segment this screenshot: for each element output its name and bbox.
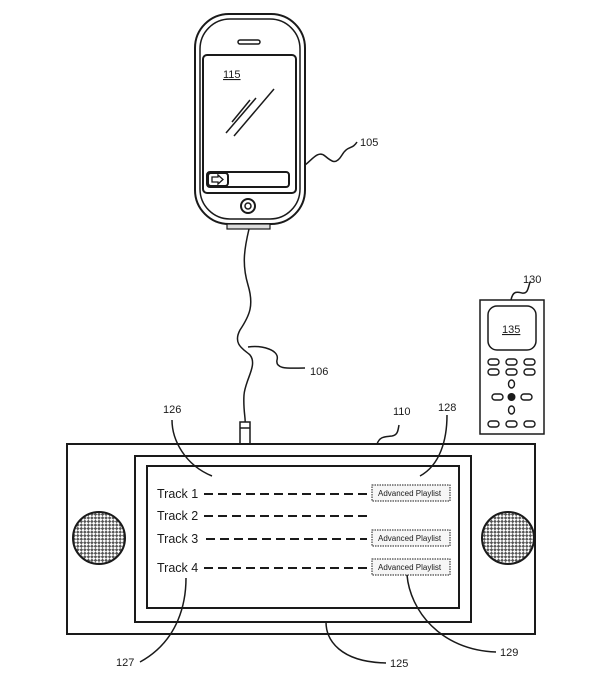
cable-ref: 106 — [310, 366, 328, 378]
display-ref-left: 126 — [163, 404, 181, 416]
svg-text:Advanced Playlist: Advanced Playlist — [378, 563, 442, 572]
svg-text:Track 3: Track 3 — [157, 532, 198, 546]
remote-device: 135 130 — [479, 274, 545, 435]
button-ref: 129 — [500, 647, 518, 659]
advanced-playlist-button[interactable]: Advanced Playlist — [371, 484, 451, 502]
arrow-right-icon — [211, 173, 224, 186]
remote-screen-ref: 135 — [502, 324, 520, 336]
slider-knob[interactable] — [207, 172, 229, 187]
cable-plug — [239, 421, 251, 445]
speaker-left-icon — [72, 511, 126, 565]
remote-ref: 130 — [523, 274, 541, 286]
cable: 106 — [236, 228, 328, 445]
remote-screen — [487, 305, 537, 351]
phone-ref: 105 — [360, 137, 378, 149]
svg-text:Advanced Playlist: Advanced Playlist — [378, 534, 442, 543]
dock-ref: 110 — [393, 406, 411, 418]
display-ref-right: 128 — [438, 402, 456, 414]
svg-text:Track 1: Track 1 — [157, 487, 198, 501]
remote-keypad[interactable] — [487, 358, 536, 428]
dock-display — [146, 465, 460, 609]
svg-text:Track 2: Track 2 — [157, 509, 198, 523]
earpiece-icon — [237, 39, 261, 45]
dock-device: 110 Track 1 Advanced Playlist Track 2 Tr… — [66, 402, 536, 670]
advanced-playlist-button[interactable]: Advanced Playlist — [371, 558, 451, 576]
advanced-playlist-button[interactable]: Advanced Playlist — [371, 529, 451, 547]
phone-connector — [226, 223, 271, 230]
track-row[interactable]: Track 3 Advanced Playlist — [157, 529, 451, 547]
phone-screen — [202, 54, 297, 194]
svg-text:Advanced Playlist: Advanced Playlist — [378, 489, 442, 498]
track-ref: 127 — [116, 657, 134, 669]
phone-device: 115 105 — [194, 13, 378, 230]
svg-text:Track 4: Track 4 — [157, 561, 198, 575]
remote-center-button[interactable] — [507, 393, 516, 401]
display-frame-ref: 125 — [390, 658, 408, 670]
dock-display-frame — [134, 455, 472, 623]
phone-screen-ref: 115 — [223, 69, 241, 81]
track-row[interactable]: Track 1 Advanced Playlist — [157, 484, 451, 502]
home-button-icon[interactable] — [240, 198, 256, 214]
track-row[interactable]: Track 4 Advanced Playlist — [157, 558, 451, 576]
track-row[interactable]: Track 2 — [157, 509, 368, 523]
unlock-slider[interactable] — [206, 171, 290, 188]
speaker-right-icon — [481, 511, 535, 565]
